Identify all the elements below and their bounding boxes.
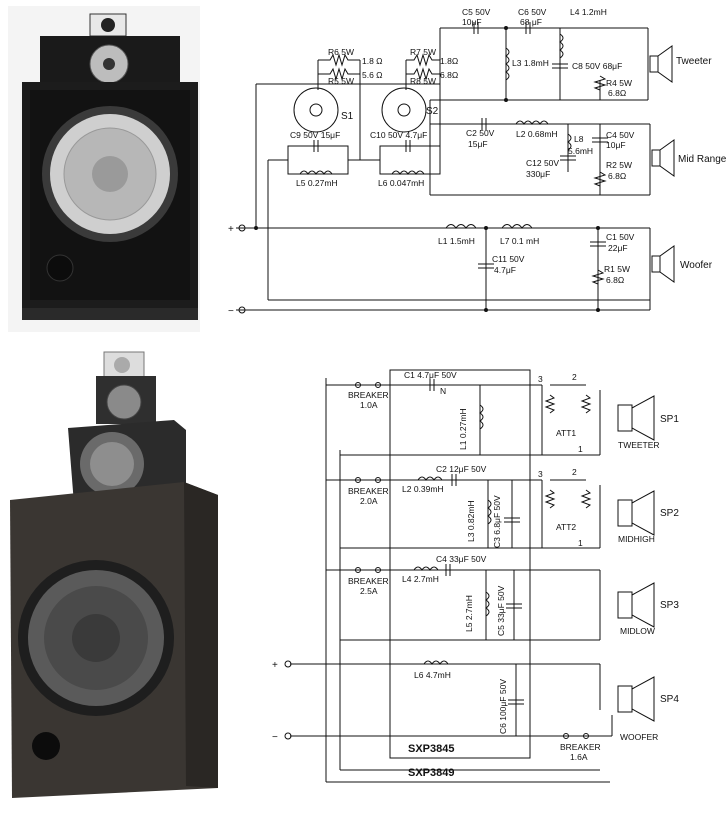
breaker2-label: BREAKER: [348, 486, 389, 496]
l5-label: L5 0.27mH: [296, 178, 338, 188]
switch-s2-label: S2: [426, 106, 439, 117]
l1-label: L1 0.27mH: [458, 408, 468, 450]
top-plus-terminal: +: [228, 224, 234, 235]
sxp3845-label: SXP3845: [408, 743, 454, 755]
tweeter-label: TWEETER: [618, 440, 660, 450]
bottom-minus-terminal: −: [272, 732, 278, 743]
np-marker: N: [440, 386, 446, 396]
breaker1-label: BREAKER: [348, 390, 389, 400]
c8-label: C8 50V 68μF: [572, 61, 622, 71]
l6-label: L6 0.047mH: [378, 178, 424, 188]
r7-label: R7 5W: [410, 47, 436, 57]
r8-label: R8 5W: [410, 76, 436, 86]
att2-label: ATT2: [556, 522, 576, 532]
top-minus-terminal: −: [228, 306, 234, 317]
r2-value: 6.8Ω: [608, 171, 626, 181]
att1-pin1: 1: [578, 444, 583, 454]
att2-pin3: 3: [538, 469, 543, 479]
c4-value: 10μF: [606, 140, 626, 150]
c1-value: 22μF: [608, 243, 628, 253]
speaker-photo-bottom: [4, 350, 230, 805]
c10-label: C10 50V 4.7μF: [370, 130, 427, 140]
breaker2-value: 2.0A: [360, 496, 378, 506]
r4-label: R4 5W: [606, 78, 632, 88]
c2-value: 15μF: [468, 139, 488, 149]
c5-label: C5 50V: [462, 7, 491, 17]
r8-value: 6.8Ω: [440, 70, 458, 80]
sp4-label: SP4: [660, 694, 679, 705]
switch-s1-label: S1: [341, 111, 354, 122]
r6-value: 1.8 Ω: [362, 56, 383, 66]
r6-label: R6 5W: [328, 47, 354, 57]
r5-label: R5 5W: [328, 76, 354, 86]
bottom-plus-terminal: +: [272, 660, 278, 671]
r1-label: R1 5W: [604, 264, 630, 274]
r7-value: 1.8Ω: [440, 56, 458, 66]
breaker3-value: 2.5A: [360, 586, 378, 596]
schematic-top-labels: S1 S2 R6 5W 1.8 Ω R5 5W 5.6 Ω R7 5W 1.8Ω…: [228, 7, 727, 317]
schematic-bottom: [284, 369, 655, 783]
c6-label: C6 50V: [518, 7, 547, 17]
r5-value: 5.6 Ω: [362, 70, 383, 80]
c4-label: C4 33μF 50V: [436, 554, 487, 564]
c2-label: C2 50V: [466, 128, 495, 138]
c4-label: C4 50V: [606, 130, 635, 140]
r2-label: R2 5W: [606, 160, 632, 170]
tweeter-label: Tweeter: [676, 56, 712, 67]
l6-label: L6 4.7mH: [414, 670, 451, 680]
c12-value: 330μF: [526, 169, 550, 179]
att1-pin2: 2: [572, 372, 577, 382]
c3-label: C3 6.8μF 50V: [492, 495, 502, 548]
l4-label: L4 1.2mH: [570, 7, 607, 17]
c1-label: C1 4.7μF 50V: [404, 370, 457, 380]
midlow-label: MIDLOW: [620, 626, 655, 636]
att2-pin1: 1: [578, 538, 583, 548]
sp2-label: SP2: [660, 508, 679, 519]
c5-label: C5 33μF 50V: [496, 585, 506, 636]
att1-label: ATT1: [556, 428, 576, 438]
c1-label: C1 50V: [606, 232, 635, 242]
speaker-photo-bottom-drawing: [4, 350, 230, 805]
l2-label: L2 0.39mH: [402, 484, 444, 494]
midhigh-label: MIDHIGH: [618, 534, 655, 544]
breaker4-label: BREAKER: [560, 742, 601, 752]
woofer-label: Woofer: [680, 260, 713, 271]
speaker-photo-top-drawing: [8, 6, 200, 332]
c5-value: 10μF: [462, 17, 482, 27]
c11-label: C11 50V: [492, 254, 525, 264]
l1-label: L1 1.5mH: [438, 236, 475, 246]
l5-label: L5 2.7mH: [464, 595, 474, 632]
breaker3-label: BREAKER: [348, 576, 389, 586]
r4-value: 6.8Ω: [608, 88, 626, 98]
c2-label: C2 12μF 50V: [436, 464, 487, 474]
l3-label: L3 0.82mH: [466, 500, 476, 542]
breaker1-value: 1.0A: [360, 400, 378, 410]
c9-label: C9 50V 15μF: [290, 130, 340, 140]
schematic-top: [236, 22, 675, 314]
woofer-label: WOOFER: [620, 732, 658, 742]
sp1-label: SP1: [660, 414, 679, 425]
att1-pin3: 3: [538, 374, 543, 384]
l3-label: L3 1.8mH: [512, 58, 549, 68]
c6-label: C6 100μF 50V: [498, 679, 508, 734]
l4-label: L4 2.7mH: [402, 574, 439, 584]
breaker4-value: 1.6A: [570, 752, 588, 762]
sp3-label: SP3: [660, 600, 679, 611]
r1-value: 6.8Ω: [606, 275, 624, 285]
c6-value: 68 μF: [520, 17, 542, 27]
sxp3849-label: SXP3849: [408, 767, 454, 779]
l8-value: 5.6mH: [568, 146, 593, 156]
c12-label: C12 50V: [526, 158, 559, 168]
att2-pin2: 2: [572, 467, 577, 477]
l8-label: L8: [574, 134, 584, 144]
speaker-photo-top: [8, 6, 200, 332]
schematic-bottom-labels: BREAKER 1.0A BREAKER 2.0A BREAKER 2.5A B…: [272, 370, 679, 779]
l2-label: L2 0.68mH: [516, 129, 558, 139]
l7-label: L7 0.1 mH: [500, 236, 539, 246]
midrange-label: Mid Range: [678, 154, 727, 165]
c11-value: 4.7μF: [494, 265, 516, 275]
